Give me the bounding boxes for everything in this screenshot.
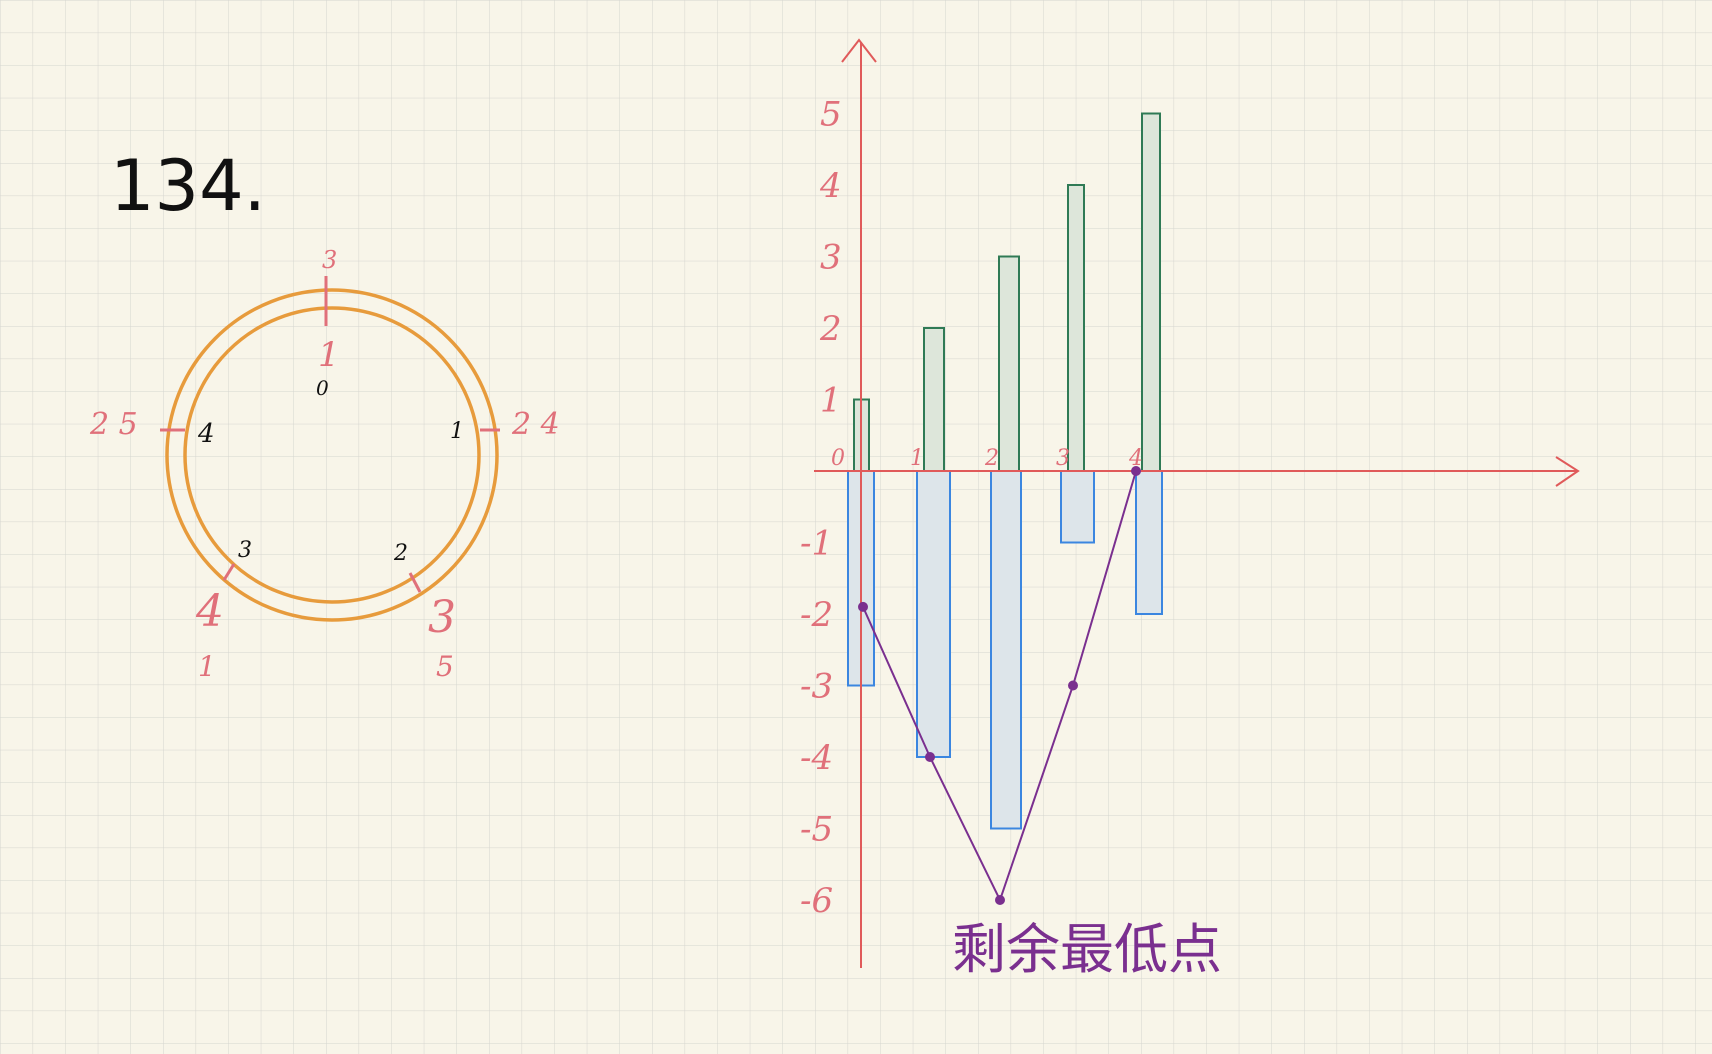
ring-left-inner-label: 4 xyxy=(197,419,215,449)
ring-bottom-right-inner-label: 2 xyxy=(393,541,408,566)
x-tick-label-3: 3 xyxy=(1056,446,1070,471)
remaining-point-4 xyxy=(1131,466,1141,476)
ring-bottom-right-extra-label: 5 xyxy=(436,650,454,683)
x-tick-label-0: 0 xyxy=(831,446,845,471)
gas-bar-1 xyxy=(923,327,945,472)
ring-bottom-left-extra-label: 1 xyxy=(198,650,216,683)
ring-left-outer-label: 2 5 xyxy=(89,407,138,442)
y-tick-label-3: 3 xyxy=(820,238,842,278)
ring-center-label: 0 xyxy=(316,376,329,400)
ring-right-inner-label: 1 xyxy=(450,419,464,444)
inner-ring xyxy=(183,306,481,604)
remaining-point-3 xyxy=(1068,680,1078,691)
problem-label: 134. xyxy=(110,145,266,227)
gas-bar-3 xyxy=(1067,184,1085,472)
y-tick-label-2: 2 xyxy=(819,309,842,349)
ring-tick-bottom-left xyxy=(222,563,236,581)
cost-bar-3 xyxy=(1060,470,1095,544)
remaining-point-1 xyxy=(925,752,935,762)
tick-labels-layer: 0 1 2 3 4 5 4 3 2 1 -1 -2 -3 -4 -5 -6 xyxy=(800,95,1143,922)
remaining-line-layer xyxy=(858,466,1141,905)
x-tick-label-4: 4 xyxy=(1128,446,1143,471)
ring-bottom-left-outer-label: 4 xyxy=(195,586,224,637)
y-tick-label--6: -6 xyxy=(800,881,833,921)
y-tick-label-5: 5 xyxy=(820,95,842,135)
remaining-point-0 xyxy=(858,601,868,612)
y-tick-label-4: 4 xyxy=(819,166,842,206)
ring-bottom-left-inner-label: 3 xyxy=(238,538,252,563)
ring-right-outer-label: 2 4 xyxy=(511,407,560,442)
y-tick-label--3: -3 xyxy=(800,667,833,707)
y-tick-label--1: -1 xyxy=(800,524,833,564)
cost-bar-2 xyxy=(990,470,1022,830)
cost-bar-1 xyxy=(916,470,951,758)
outer-ring xyxy=(165,288,499,622)
y-tick-label--4: -4 xyxy=(800,738,833,778)
gas-bar-2 xyxy=(998,255,1020,472)
bar-chart: 0 1 2 3 4 5 4 3 2 1 -1 -2 -3 -4 -5 -6 xyxy=(800,38,1580,968)
x-axis-arrow xyxy=(1555,456,1580,487)
ring-tick-bottom-right xyxy=(408,572,422,593)
x-tick-label-1: 1 xyxy=(910,446,924,471)
gas-bar-4 xyxy=(1141,112,1161,472)
lowest-point-annotation: 剩余最低点 xyxy=(952,918,1222,981)
remaining-point-2 xyxy=(995,895,1005,905)
y-tick-label--2: -2 xyxy=(800,595,833,635)
cost-bar-4 xyxy=(1135,470,1163,615)
y-tick-label--5: -5 xyxy=(800,810,833,850)
y-axis-arrow xyxy=(841,38,877,63)
x-tick-label-2: 2 xyxy=(984,446,999,471)
y-tick-label-1: 1 xyxy=(820,381,842,421)
ring-top-inner-label: 1 xyxy=(318,335,340,375)
axes-layer xyxy=(814,38,1580,968)
ring-bottom-right-outer-label: 3 xyxy=(428,592,456,643)
ring-top-outer-label: 3 xyxy=(322,246,337,274)
ring-diagram: 3 1 0 1 2 4 2 5 4 3 4 1 2 3 5 xyxy=(89,246,560,683)
